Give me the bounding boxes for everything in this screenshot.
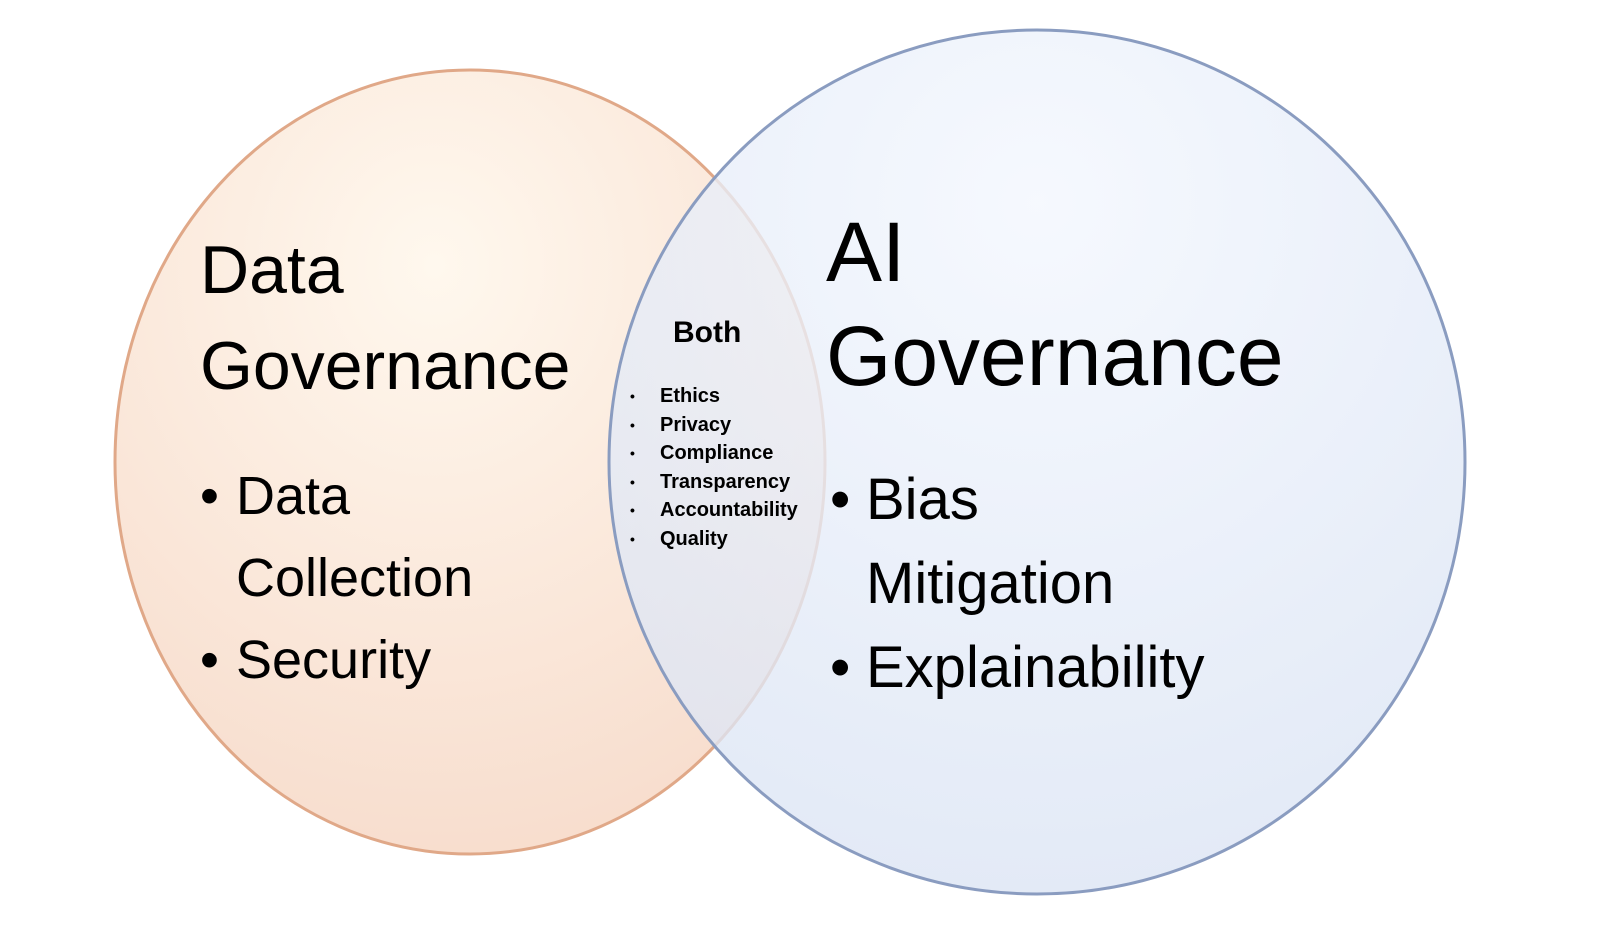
ai-governance-list: Bias Mitigation Explainability: [830, 458, 1206, 710]
overlap-title: Both: [673, 316, 742, 349]
list-item: Accountability: [630, 496, 798, 525]
title-line: Governance: [826, 309, 1284, 403]
title-line: Governance: [200, 328, 571, 404]
list-item: Transparency: [630, 468, 798, 497]
list-item: Privacy: [630, 411, 798, 440]
title-line: Data: [200, 232, 344, 308]
overlap-list: Ethics Privacy Compliance Transparency A…: [630, 382, 798, 553]
list-item: Bias Mitigation: [830, 458, 1206, 626]
list-item: Compliance: [630, 439, 798, 468]
title-line: AI: [826, 205, 906, 299]
ai-governance-title: AI Governance: [826, 200, 1284, 408]
list-item: Ethics: [630, 382, 798, 411]
data-governance-list: Data Collection Security: [200, 455, 536, 701]
list-item: Security: [200, 619, 536, 701]
list-item: Quality: [630, 525, 798, 554]
list-item: Explainability: [830, 626, 1206, 710]
data-governance-title: Data Governance: [200, 222, 570, 414]
list-item: Data Collection: [200, 455, 536, 619]
